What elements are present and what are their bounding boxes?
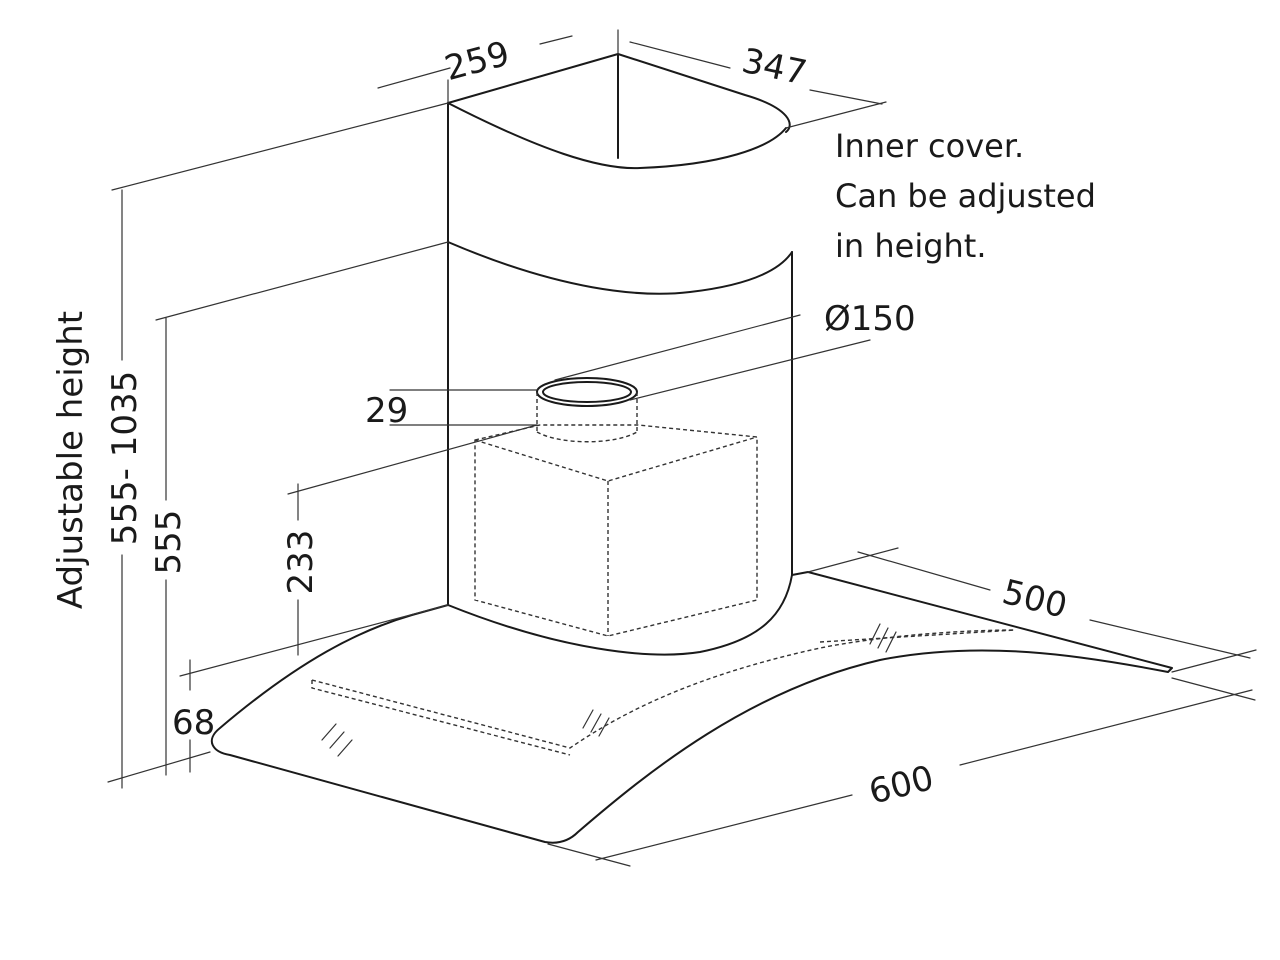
inner-cover xyxy=(447,53,793,295)
note-line-2: Can be adjusted xyxy=(835,177,1096,215)
inner-cover-note: Inner cover. Can be adjusted in height. xyxy=(835,127,1096,265)
dim-500: 500 xyxy=(998,572,1071,627)
outer-cover xyxy=(447,241,793,656)
dim-68: 68 xyxy=(172,703,215,743)
note-line-3: in height. xyxy=(835,227,987,265)
dim-height-label: Adjustable height xyxy=(51,311,91,609)
motor-box xyxy=(474,424,758,637)
dim-29: 29 xyxy=(365,391,408,431)
duct-collar xyxy=(536,377,638,443)
dim-233: 233 xyxy=(281,530,321,595)
dim-347: 347 xyxy=(738,41,810,94)
note-line-1: Inner cover. xyxy=(835,127,1024,165)
dim-height-range: 555- 1035 xyxy=(105,371,145,546)
dim-600: 600 xyxy=(865,758,938,813)
dim-259: 259 xyxy=(441,34,514,89)
dim-diameter: Ø150 xyxy=(824,299,916,339)
canopy-glass xyxy=(210,571,1173,844)
dim-555: 555 xyxy=(149,510,189,575)
dimension-lines xyxy=(107,29,1257,867)
